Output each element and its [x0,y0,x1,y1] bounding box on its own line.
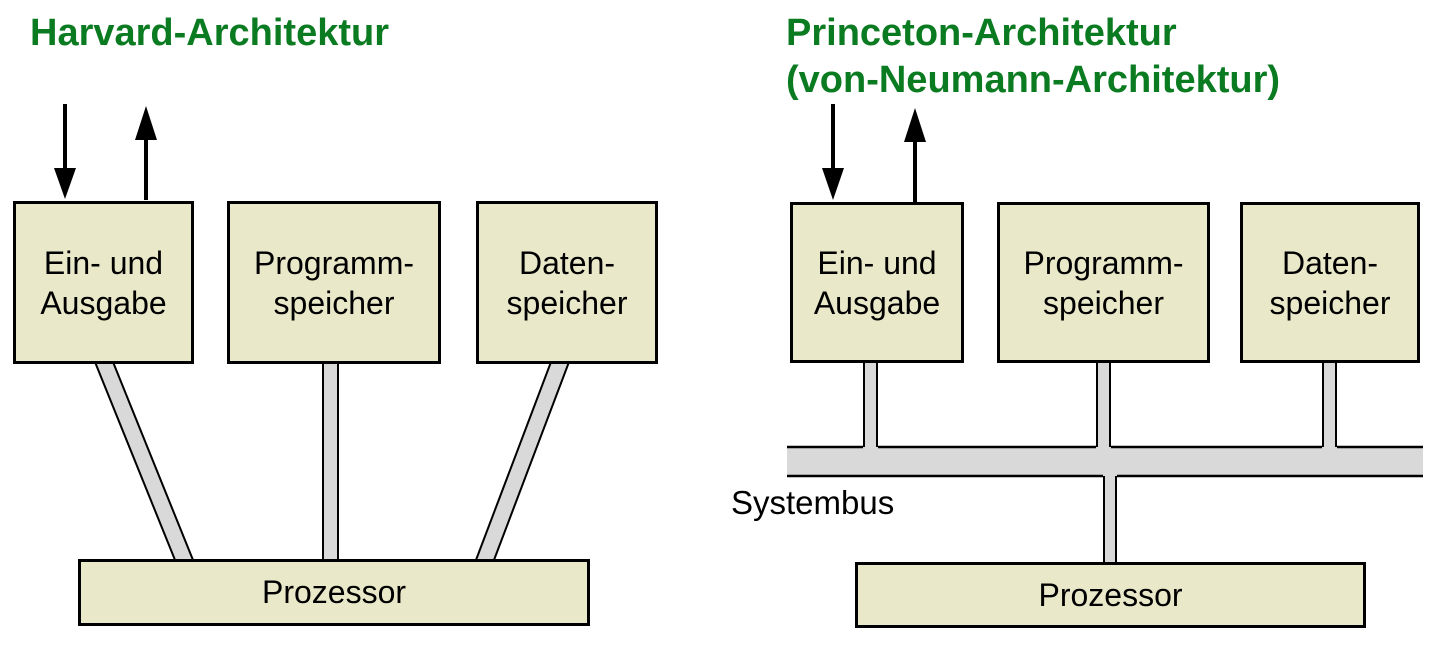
princeton-io-box-label-line2: Ausgabe [813,284,941,321]
princeton-title: Princeton-Architektur (von-Neumann-Archi… [786,10,1280,104]
harvard-program-memory-label-line1: Programm- [253,244,414,281]
princeton-processor-systembus-stub [1103,471,1117,563]
harvard-data-memory-label-line1: Daten- [518,244,616,281]
harvard-io-box-label-line2: Ausgabe [40,284,167,321]
princeton-input-arrow-icon [822,104,844,200]
harvard-processor-label: Prozessor [261,574,407,610]
harvard-title: Harvard-Architektur [30,12,389,54]
harvard-program-memory-box: Programm- speicher [227,201,441,364]
harvard-output-arrow-icon [135,106,157,200]
harvard-io-processor-bus [93,361,195,561]
harvard-data-processor-bus [474,361,571,561]
princeton-io-box-label-line1: Ein- und [817,244,937,281]
princeton-title-line1: Princeton-Architektur [786,12,1177,54]
harvard-program-processor-bus [322,361,339,562]
harvard-input-arrow-icon [54,104,76,199]
princeton-data-systembus-stub [1322,362,1337,452]
princeton-program-memory-label-line1: Programm- [1023,244,1184,281]
princeton-program-memory-box: Programm- speicher [997,202,1210,363]
princeton-io-systembus-stub [863,362,878,452]
harvard-io-box: Ein- und Ausgabe [13,201,194,364]
harvard-processor-box: Prozessor [78,559,590,626]
systembus-label: Systembus [731,484,895,521]
harvard-program-memory-label-line2: speicher [273,284,395,321]
harvard-data-memory-label-line2: speicher [506,284,628,321]
princeton-processor-box: Prozessor [855,562,1366,628]
harvard-io-box-label-line1: Ein- und [43,244,164,281]
princeton-data-memory-box: Daten- speicher [1240,202,1420,363]
princeton-processor-label: Prozessor [1038,576,1183,613]
princeton-data-memory-label-line2: speicher [1269,284,1391,321]
princeton-io-box: Ein- und Ausgabe [790,202,964,363]
stub-outlines [863,362,1337,563]
princeton-program-memory-label-line2: speicher [1043,284,1164,321]
princeton-output-arrow-icon [904,108,926,202]
harvard-data-memory-box: Daten- speicher [476,201,658,364]
princeton-title-line2: (von-Neumann-Architektur) [786,59,1281,101]
princeton-data-memory-label-line1: Daten- [1281,244,1379,281]
princeton-program-systembus-stub [1096,362,1111,452]
